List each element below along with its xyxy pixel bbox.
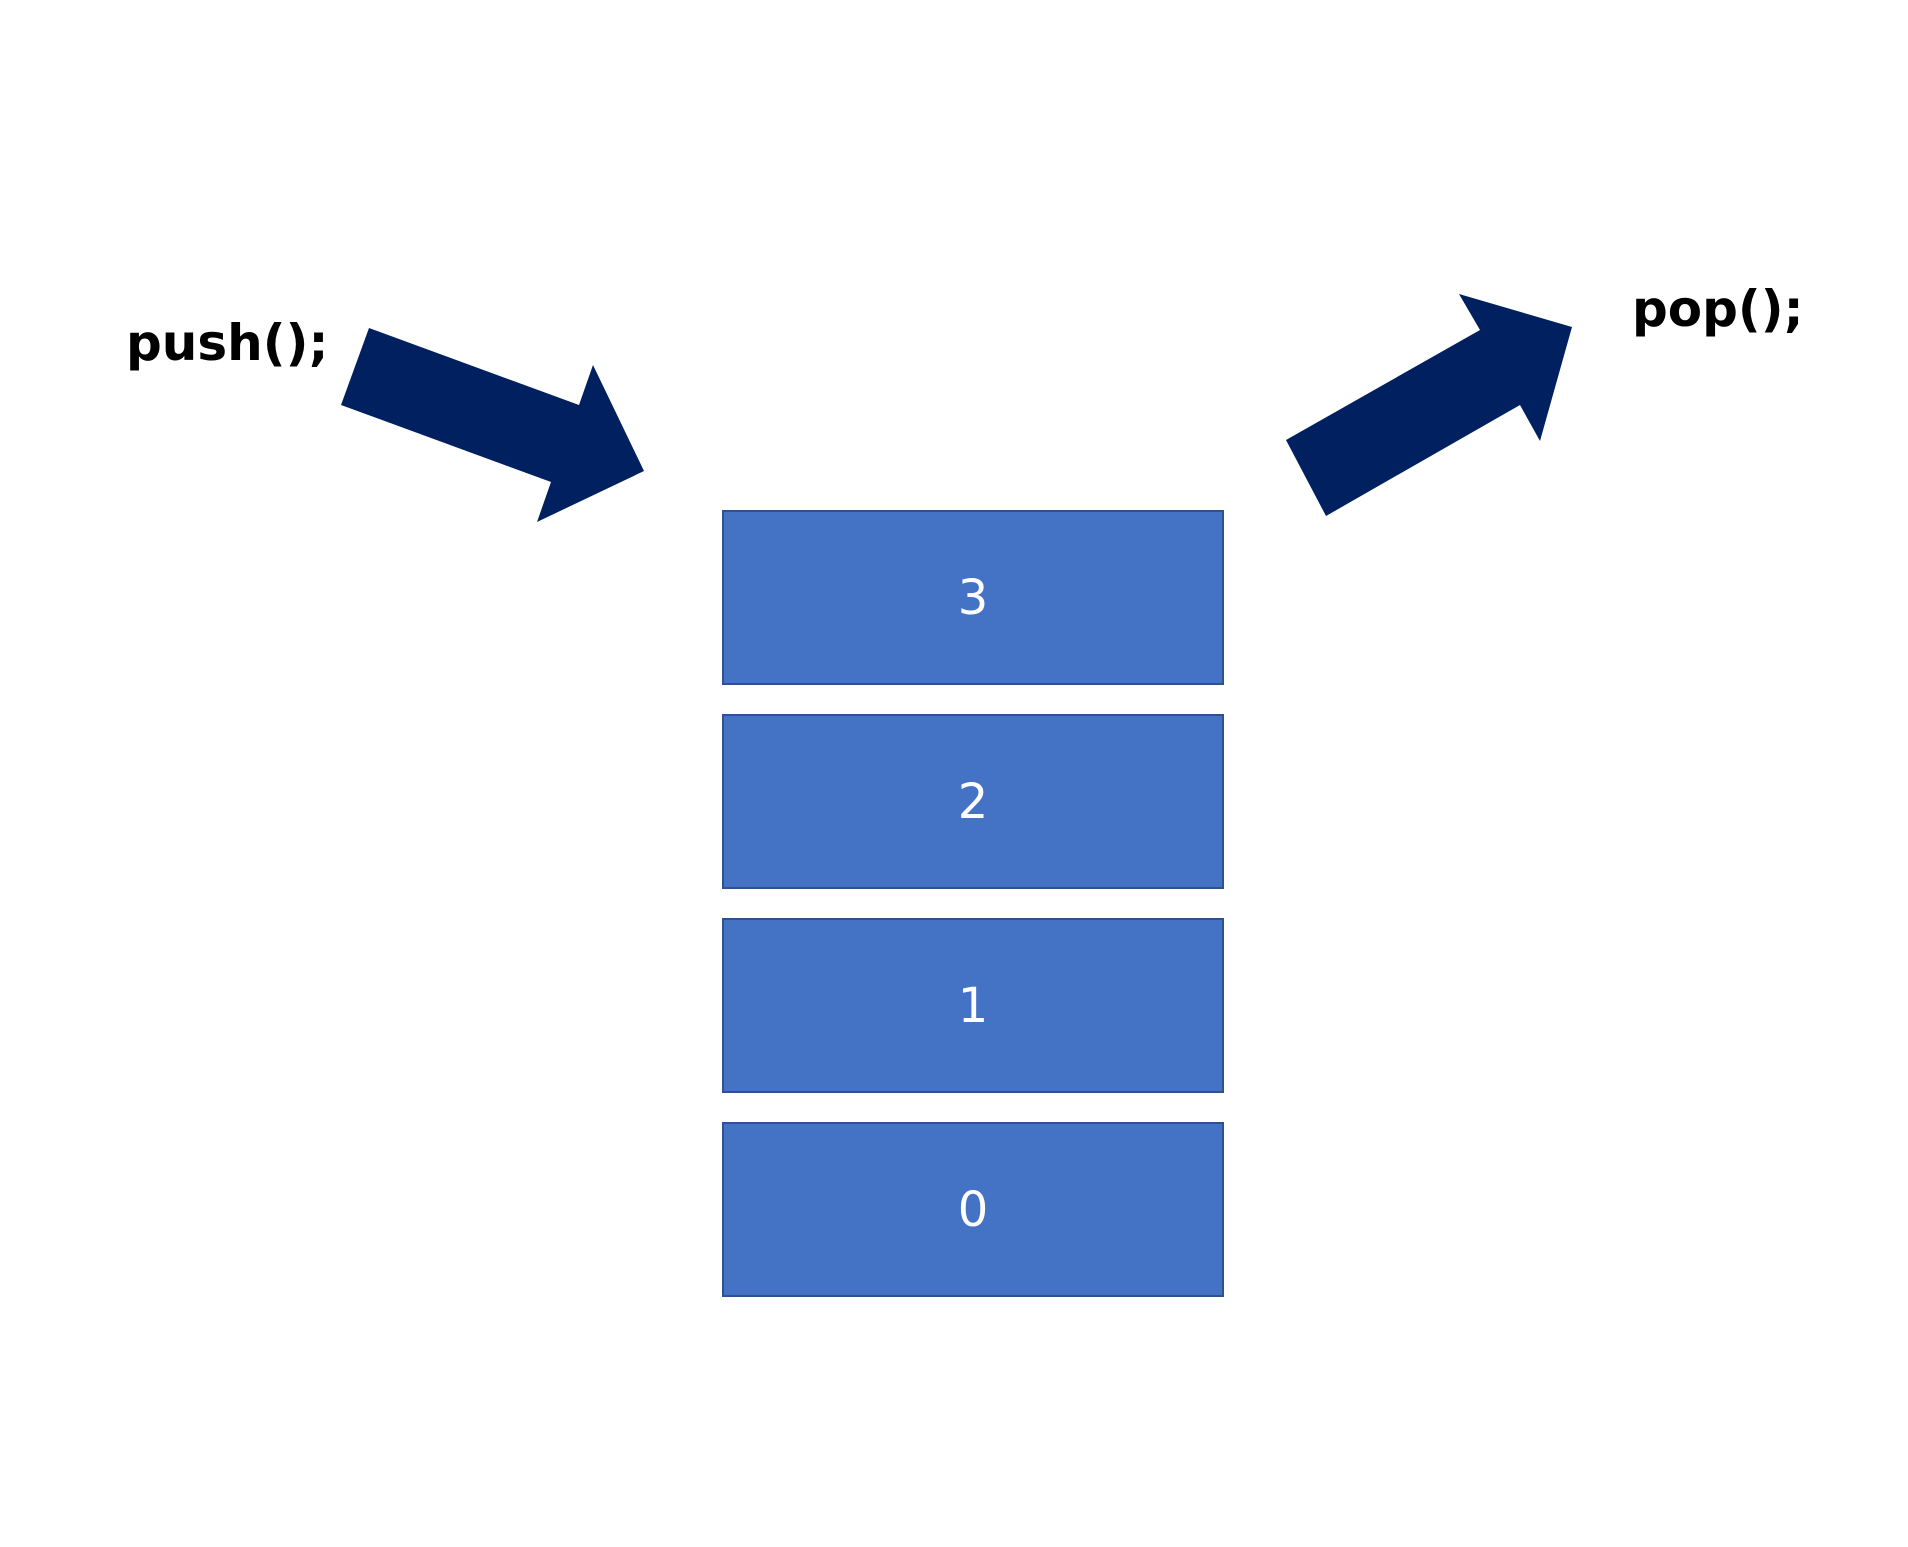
stack-cell-value: 3: [957, 569, 989, 626]
stack-cell-bottom: 0: [722, 1122, 1224, 1297]
push-arrow-icon: [341, 328, 644, 522]
stack-cell-value: 1: [957, 977, 989, 1034]
stack-cell-value: 2: [957, 773, 989, 830]
push-label: push();: [126, 314, 329, 372]
pop-arrow-icon: [1286, 294, 1572, 516]
stack-cell-top: 3: [722, 510, 1224, 685]
stack-cell: 1: [722, 918, 1224, 1093]
stack-cell: 2: [722, 714, 1224, 889]
stack: 3 2 1 0: [722, 510, 1224, 1297]
pop-label: pop();: [1632, 280, 1804, 338]
stack-cell-value: 0: [957, 1181, 989, 1238]
